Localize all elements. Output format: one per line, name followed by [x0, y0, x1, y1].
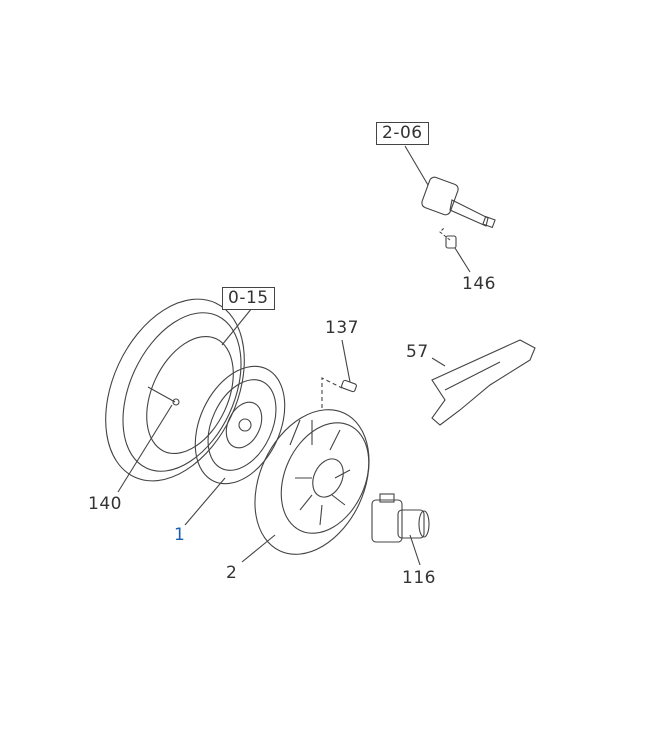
- leader-lines: [117, 145, 471, 566]
- callout-part-137: 137: [325, 318, 359, 338]
- callout-part-140: 140: [88, 494, 122, 514]
- callout-ref-0-15[interactable]: 0-15: [222, 287, 275, 310]
- callout-part-2: 2: [226, 563, 238, 583]
- bolt-137: [341, 379, 357, 393]
- callout-part-146: 146: [462, 274, 496, 294]
- release-bearing: [371, 493, 430, 543]
- release-fork: [431, 339, 536, 426]
- callout-ref-2-06[interactable]: 2-06: [376, 122, 429, 145]
- bolt-146: [445, 235, 457, 249]
- pressure-plate: [254, 409, 370, 555]
- callout-part-116: 116: [402, 568, 436, 588]
- flywheel: [105, 298, 245, 482]
- clutch-disc: [194, 365, 286, 485]
- callout-part-57: 57: [406, 342, 429, 362]
- callout-part-1-link[interactable]: 1: [174, 525, 186, 545]
- slave-cylinder: [421, 176, 496, 229]
